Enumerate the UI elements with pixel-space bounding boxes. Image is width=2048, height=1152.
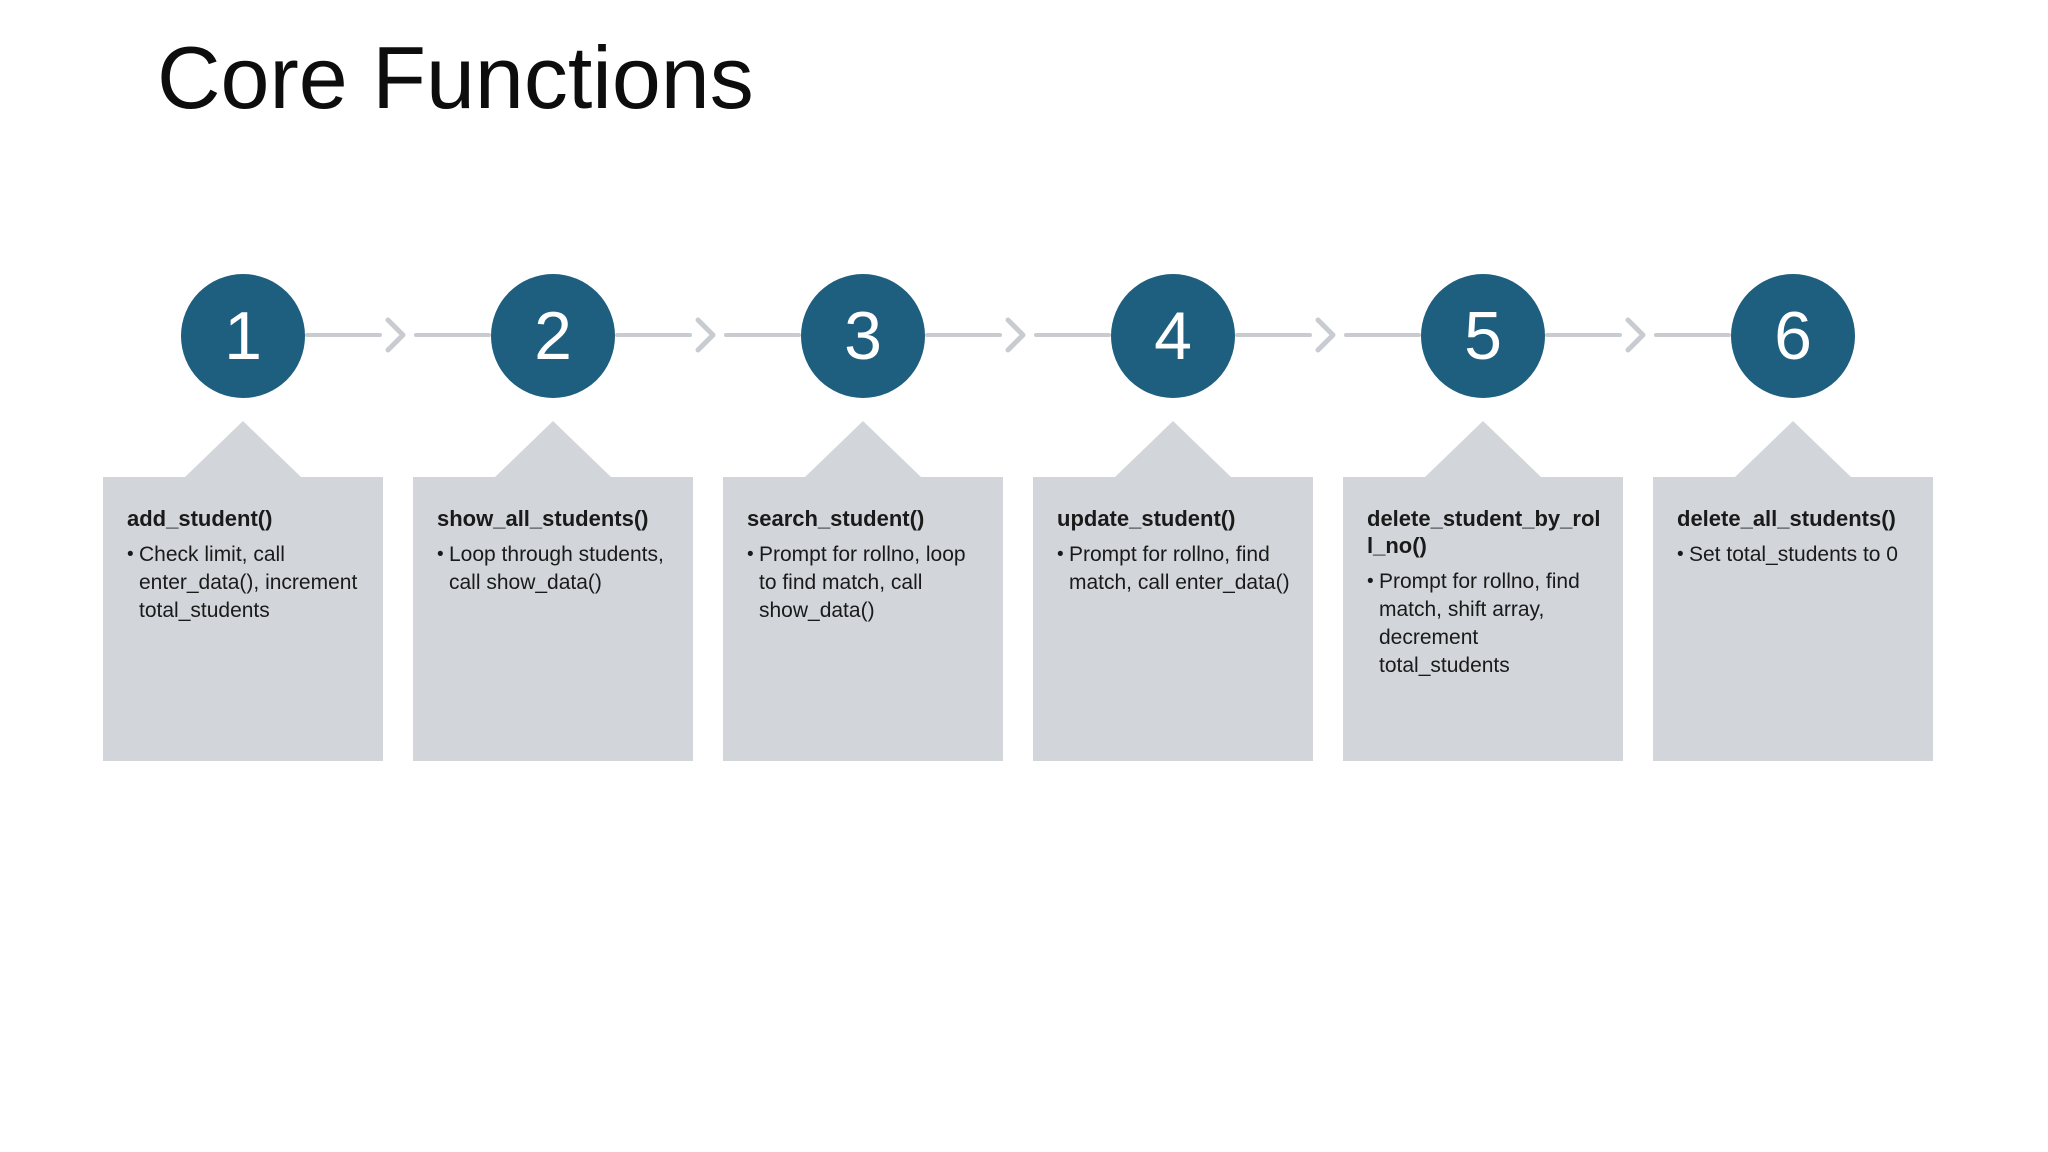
step-2: 2 show_all_students() • Loop through stu…	[413, 274, 693, 764]
card-description: Set total_students to 0	[1689, 543, 1898, 566]
card-pointer-up	[1115, 421, 1231, 477]
card-function-name: delete_all_students()	[1677, 506, 1896, 531]
connector-line	[414, 333, 491, 337]
step-1: 1 add_student() • Check limit, call ente…	[103, 274, 383, 764]
connector-line	[1034, 333, 1111, 337]
card-pointer-up	[495, 421, 611, 477]
card-bullet-item: • Set total_students to 0	[1677, 541, 1913, 569]
step-5: 5 delete_student_by_roll_no() • Prompt f…	[1343, 274, 1623, 764]
step-number: 2	[534, 298, 572, 374]
card-pointer-up	[185, 421, 301, 477]
connector-2-3	[615, 315, 801, 355]
step-card: search_student() • Prompt for rollno, lo…	[723, 477, 1003, 761]
step-5-circle: 5	[1421, 274, 1545, 398]
connector-5-6	[1545, 315, 1731, 355]
step-4-circle: 4	[1111, 274, 1235, 398]
connector-line	[305, 333, 382, 337]
card-function-name: delete_student_by_roll_no()	[1367, 506, 1601, 558]
bullet-marker: •	[437, 544, 444, 565]
slide-title: Core Functions	[157, 28, 754, 127]
step-6-circle: 6	[1731, 274, 1855, 398]
step-card: delete_student_by_roll_no() • Prompt for…	[1343, 477, 1623, 761]
step-card: delete_all_students() • Set total_studen…	[1653, 477, 1933, 761]
step-number: 6	[1774, 298, 1812, 374]
connector-line	[615, 333, 692, 337]
step-number: 4	[1154, 298, 1192, 374]
connector-line	[1235, 333, 1312, 337]
connector-line	[1344, 333, 1421, 337]
connector-1-2	[305, 315, 491, 355]
step-2-circle: 2	[491, 274, 615, 398]
card-function-name: show_all_students()	[437, 506, 649, 531]
bullet-marker: •	[747, 544, 754, 565]
step-number: 3	[844, 298, 882, 374]
connector-3-4	[925, 315, 1111, 355]
card-bullet-item: • Prompt for rollno, find match, shift a…	[1367, 568, 1603, 680]
connector-line	[925, 333, 1002, 337]
card-description: Prompt for rollno, find match, call ente…	[1069, 543, 1290, 594]
card-description: Loop through students, call show_data()	[449, 543, 664, 594]
card-function-name: search_student()	[747, 506, 925, 531]
step-number: 1	[224, 298, 262, 374]
chevron-right-icon	[695, 317, 716, 353]
step-card: show_all_students() • Loop through stude…	[413, 477, 693, 761]
card-bullet-item: • Loop through students, call show_data(…	[437, 541, 673, 597]
chevron-right-icon	[385, 317, 406, 353]
card-function-name: add_student()	[127, 506, 273, 531]
bullet-marker: •	[1367, 571, 1374, 592]
step-4: 4 update_student() • Prompt for rollno, …	[1033, 274, 1313, 764]
card-description: Prompt for rollno, find match, shift arr…	[1379, 570, 1580, 677]
card-pointer-up	[1425, 421, 1541, 477]
connector-4-5	[1235, 315, 1421, 355]
bullet-marker: •	[1677, 544, 1684, 565]
connector-line	[724, 333, 801, 337]
step-card: add_student() • Check limit, call enter_…	[103, 477, 383, 761]
bullet-marker: •	[127, 544, 134, 565]
card-description: Prompt for rollno, loop to find match, c…	[759, 543, 966, 622]
card-pointer-up	[805, 421, 921, 477]
step-3-circle: 3	[801, 274, 925, 398]
card-pointer-up	[1735, 421, 1851, 477]
step-1-circle: 1	[181, 274, 305, 398]
connector-line	[1545, 333, 1622, 337]
connector-line	[1654, 333, 1731, 337]
chevron-right-icon	[1625, 317, 1646, 353]
step-3: 3 search_student() • Prompt for rollno, …	[723, 274, 1003, 764]
step-card: update_student() • Prompt for rollno, fi…	[1033, 477, 1313, 761]
card-bullet-item: • Check limit, call enter_data(), increm…	[127, 541, 363, 625]
bullet-marker: •	[1057, 544, 1064, 565]
card-function-name: update_student()	[1057, 506, 1236, 531]
card-description: Check limit, call enter_data(), incremen…	[139, 543, 358, 622]
card-bullet-item: • Prompt for rollno, loop to find match,…	[747, 541, 983, 625]
chevron-right-icon	[1005, 317, 1026, 353]
step-number: 5	[1464, 298, 1502, 374]
chevron-right-icon	[1315, 317, 1336, 353]
step-6: 6 delete_all_students() • Set total_stud…	[1653, 274, 1933, 764]
card-bullet-item: • Prompt for rollno, find match, call en…	[1057, 541, 1293, 597]
